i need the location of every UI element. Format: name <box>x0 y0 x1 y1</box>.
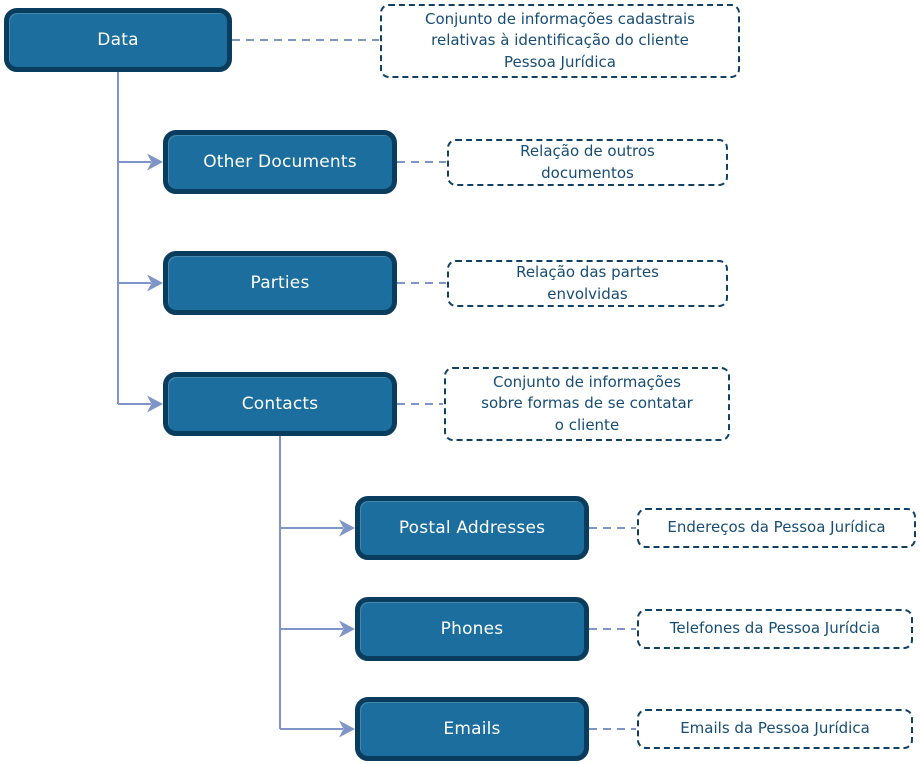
node-postal-addresses[interactable]: Postal Addresses <box>355 496 589 560</box>
arrowhead-icon <box>147 274 163 292</box>
node-label: Parties <box>250 273 310 293</box>
node-label: Postal Addresses <box>398 518 546 538</box>
annotation-data: Conjunto de informações cadastrais relat… <box>380 4 740 78</box>
annotation-other-documents: Relação de outros documentos <box>447 139 728 186</box>
tree-connector-data-children <box>117 72 151 405</box>
arrowhead-icon <box>339 720 355 738</box>
arrowhead-icon <box>339 620 355 638</box>
node-label: Data <box>97 30 139 50</box>
annotation-links <box>232 39 636 730</box>
node-phones[interactable]: Phones <box>355 597 589 661</box>
arrowhead-icon <box>147 153 163 171</box>
annotation-postal-addresses: Endereços da Pessoa Jurídica <box>637 508 916 548</box>
node-parties[interactable]: Parties <box>163 251 397 315</box>
node-label: Other Documents <box>203 152 357 172</box>
node-contacts[interactable]: Contacts <box>163 372 397 436</box>
node-label: Phones <box>440 619 504 639</box>
annotation-parties: Relação das partes envolvidas <box>447 260 728 307</box>
node-label: Emails <box>443 719 501 739</box>
arrowhead-icon <box>147 395 163 413</box>
tree-connector-contacts-children <box>279 436 343 730</box>
arrowhead-icon <box>339 519 355 537</box>
annotation-contacts: Conjunto de informações sobre formas de … <box>444 367 730 441</box>
node-other-documents[interactable]: Other Documents <box>163 130 397 194</box>
annotation-phones: Telefones da Pessoa Jurídcia <box>637 609 913 649</box>
node-emails[interactable]: Emails <box>355 697 589 761</box>
node-data[interactable]: Data <box>4 8 232 72</box>
arrowheads <box>147 153 355 738</box>
node-label: Contacts <box>241 394 319 414</box>
annotation-emails: Emails da Pessoa Jurídica <box>637 709 913 749</box>
